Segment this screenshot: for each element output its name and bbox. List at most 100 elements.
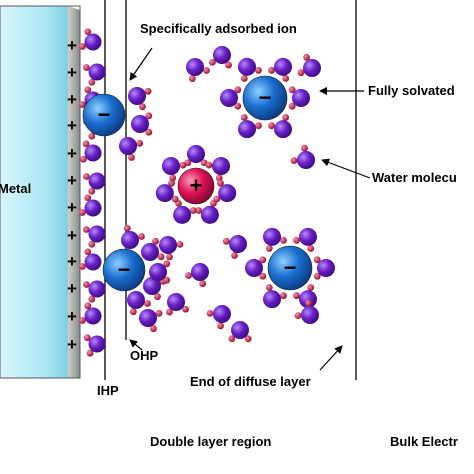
hydrogen-atom — [185, 272, 192, 279]
oxygen-atom — [167, 293, 185, 311]
oxygen-atom — [121, 231, 139, 249]
water-molecule — [245, 256, 267, 280]
hydrogen-atom — [265, 284, 273, 291]
hydrogen-atom — [234, 102, 242, 110]
plus-sign: + — [67, 335, 77, 354]
oxygen-atom — [220, 89, 238, 107]
hydrogen-atom — [297, 69, 305, 77]
water-molecule — [79, 194, 102, 217]
hydrogen-atom — [123, 224, 131, 232]
oxygen-atom — [231, 321, 249, 339]
hydrogen-atom — [294, 312, 302, 320]
oxygen-atom — [84, 33, 102, 51]
hydrogen-atom — [84, 28, 92, 36]
oxygen-atom — [88, 63, 106, 81]
water-molecule — [166, 293, 189, 316]
hydrogen-atom — [88, 187, 96, 195]
hydrogen-atom — [139, 103, 146, 111]
water-molecule — [268, 57, 292, 82]
oxygen-atom — [84, 253, 102, 271]
hydrogen-atom — [144, 300, 151, 307]
diffuse-arrow — [319, 345, 343, 371]
water-molecule — [195, 199, 219, 224]
hydrogen-atom — [244, 335, 252, 343]
adsorbed-anion-ball — [82, 93, 126, 137]
oxygen-atom — [88, 280, 106, 298]
hydrogen-atom — [206, 309, 214, 317]
hydrogen-atom — [307, 245, 315, 252]
hydrogen-atom — [79, 155, 87, 163]
water-molecule — [161, 157, 187, 182]
water-molecule — [141, 237, 165, 261]
hydrogen-atom — [84, 86, 92, 94]
solvated-anion-sign: − — [259, 85, 272, 110]
oxygen-atom — [161, 157, 180, 176]
molecules-layer: −−−+− — [79, 28, 335, 357]
oxygen-atom — [88, 335, 106, 353]
oxygen-atom — [128, 87, 146, 105]
hydrogen-atom — [280, 236, 287, 244]
hydrogen-atom — [217, 322, 224, 330]
water-molecule — [131, 112, 153, 136]
oxygen-atom — [88, 225, 106, 243]
hydrogen-atom — [268, 66, 275, 74]
double-layer-region-label: Double layer region — [150, 434, 271, 449]
oxygen-atom — [292, 89, 310, 107]
hydrogen-atom — [88, 78, 96, 86]
oxygen-atom — [88, 172, 106, 190]
solvated-anion: − — [242, 75, 288, 121]
oxygen-atom — [119, 137, 137, 155]
hydrogen-atom — [82, 140, 90, 148]
solvated-cation: + — [177, 167, 215, 205]
oxygen-atom — [297, 151, 315, 169]
oxygen-atom — [139, 309, 157, 327]
adsorbed-anion-sign: − — [98, 102, 111, 127]
hydrogen-atom — [255, 66, 262, 74]
oxygen-atom — [84, 199, 102, 217]
water-molecule — [143, 277, 167, 301]
hydrogen-atom — [83, 64, 90, 71]
hydrogen-atom — [168, 179, 175, 187]
oxygen-atom — [245, 259, 263, 277]
plus-sign: + — [67, 36, 77, 55]
hydrogen-atom — [231, 252, 238, 259]
water-molecule — [83, 63, 106, 86]
water-molecule — [220, 86, 242, 110]
water-molecule — [206, 305, 231, 330]
hydrogen-atom — [282, 114, 290, 121]
oxygen-atom — [141, 243, 159, 261]
oxygen-atom — [274, 120, 292, 139]
ohp-arrow — [129, 339, 143, 351]
water-molecule — [263, 227, 287, 252]
plus-sign: + — [67, 252, 77, 271]
adsorbed-anion: − — [102, 248, 146, 292]
hydrogen-atom — [188, 75, 196, 83]
hydrogen-atom — [154, 293, 161, 301]
adsorbed-anion-ball — [102, 248, 146, 292]
plus-sign: + — [67, 116, 77, 135]
water-molecule — [263, 284, 287, 309]
water-molecule — [139, 309, 163, 333]
metal-outline — [0, 5, 81, 379]
ihp-label: IHP — [97, 383, 119, 398]
oxygen-atom — [200, 205, 219, 224]
solvated-anion-ball — [242, 75, 288, 121]
oxygen-atom — [301, 306, 319, 324]
hydrogen-atom — [259, 256, 267, 264]
hydrogen-atom — [163, 260, 171, 268]
hydrogen-atom — [288, 86, 296, 94]
water-molecule — [238, 57, 262, 82]
water-molecule — [209, 46, 232, 69]
hydrogen-atom — [83, 281, 90, 288]
water-molecule — [155, 179, 179, 203]
hydrogen-atom — [240, 114, 248, 121]
water-molecule-label: Water molecu — [372, 170, 457, 185]
hydrogen-atom — [313, 256, 321, 264]
hydrogen-atom — [150, 325, 157, 333]
oxygen-atom — [186, 58, 204, 76]
metal-face — [0, 6, 68, 378]
water-molecule — [173, 199, 197, 224]
hydrogen-atom — [293, 236, 300, 244]
oxygen-atom — [159, 236, 177, 254]
solvated-cation-ball — [177, 167, 215, 205]
